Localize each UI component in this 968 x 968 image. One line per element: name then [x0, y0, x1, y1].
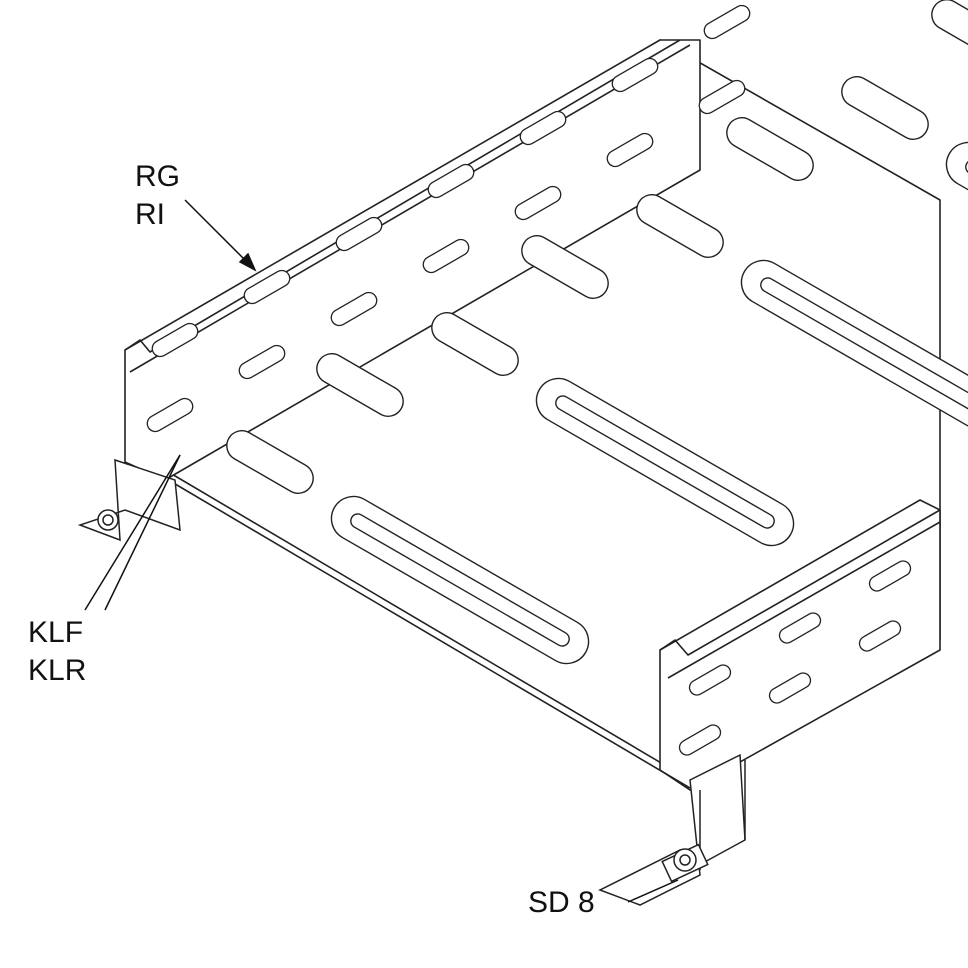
slot: [726, 117, 814, 181]
bracket-right: [598, 753, 746, 906]
label-klf: KLF: [28, 616, 84, 649]
slot: [427, 163, 475, 199]
slot: [698, 79, 746, 115]
slot: [965, 159, 968, 293]
right-wall-flange: [659, 509, 941, 679]
slot: [703, 4, 751, 40]
slot: [335, 216, 383, 252]
slot: [238, 344, 286, 380]
slot: [151, 322, 199, 358]
slot: [636, 194, 724, 258]
slot: [514, 185, 562, 221]
leader-sd8: [627, 879, 679, 903]
slot: [760, 277, 968, 411]
slot: [778, 612, 822, 644]
slot: [606, 132, 654, 168]
slot: [611, 57, 659, 93]
slot: [555, 395, 775, 529]
slot: [422, 238, 470, 274]
slot: [431, 312, 519, 376]
slot: [688, 664, 732, 696]
slot: [868, 560, 912, 592]
slot: [521, 235, 609, 299]
front-edge: [164, 477, 691, 789]
cable-tray: [124, 39, 941, 791]
leader-klf: [84, 454, 181, 611]
slot: [316, 353, 404, 417]
label-ri: RI: [135, 198, 165, 231]
slot: [931, 0, 968, 63]
left-wall-flange: [124, 39, 691, 373]
wall-slots: [146, 4, 912, 756]
label-sd8: SD 8: [528, 886, 595, 919]
label-rg: RG: [135, 160, 180, 193]
leader-rg: [184, 199, 251, 266]
bracket-left: [77, 458, 181, 542]
left-side-wall: [124, 39, 701, 481]
tray-slots: [226, 0, 968, 665]
slot: [146, 397, 194, 433]
slot: [350, 513, 570, 647]
slot: [858, 620, 902, 652]
slot: [841, 76, 929, 140]
slot: [330, 291, 378, 327]
leader-lines: [84, 199, 679, 903]
slot: [519, 110, 567, 146]
label-klr: KLR: [28, 654, 87, 687]
slot: [945, 141, 968, 311]
slot: [678, 724, 722, 756]
slot: [243, 269, 291, 305]
slot: [768, 672, 812, 704]
slot: [226, 430, 314, 494]
